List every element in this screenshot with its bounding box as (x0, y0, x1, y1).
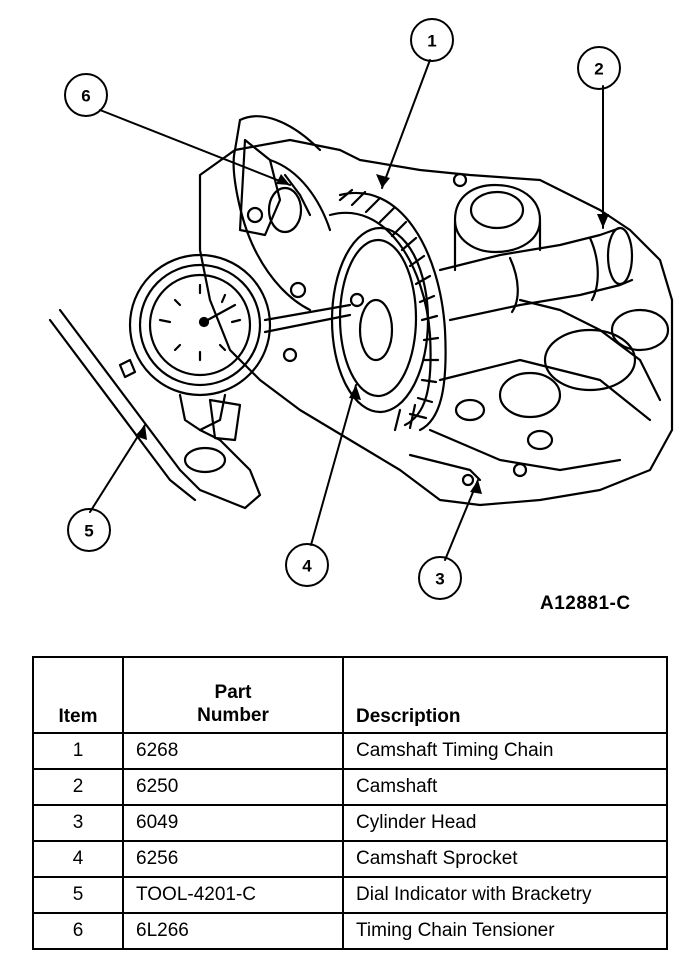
cell-part-number: 6268 (122, 732, 344, 770)
cell-item: 4 (32, 840, 124, 878)
cell-part-number: 6L266 (122, 912, 344, 950)
callout-label-1: 1 (427, 32, 436, 51)
callout-label-2: 2 (594, 60, 603, 79)
cell-part-number: 6250 (122, 768, 344, 806)
callout-circle-5 (67, 508, 111, 552)
callout-label-5: 5 (84, 522, 93, 541)
cell-item: 5 (32, 876, 124, 914)
cell-part-number: TOOL-4201-C (122, 876, 344, 914)
callout-circle-2 (577, 46, 621, 90)
cell-item: 1 (32, 732, 124, 770)
timing-chain-drawing (328, 188, 447, 432)
callout-circles (64, 18, 621, 600)
camshaft-drawing (438, 183, 634, 322)
cell-description: Cylinder Head (342, 804, 668, 842)
leader-line-3 (444, 479, 479, 561)
callout-label-4: 4 (302, 557, 312, 576)
cell-item: 2 (32, 768, 124, 806)
cell-description: Timing Chain Tensioner (342, 912, 668, 950)
cell-item: 3 (32, 804, 124, 842)
table-row: 5 TOOL-4201-C Dial Indicator with Bracke… (32, 876, 668, 914)
header-part-number-line1: Part (214, 681, 252, 703)
leader-arrowheads (135, 174, 609, 494)
callout-label-3: 3 (435, 570, 444, 589)
leader-line-4 (310, 384, 357, 546)
cell-description: Camshaft Timing Chain (342, 732, 668, 770)
table-row: 3 6049 Cylinder Head (32, 804, 668, 842)
camshaft-sprocket-drawing (330, 226, 430, 414)
dial-indicator-drawing (48, 253, 352, 510)
cylinder-head-drawing (198, 115, 674, 507)
header-item: Item (32, 656, 124, 734)
parts-table: Item Part Number Description 1 6268 Cams… (32, 656, 668, 950)
cell-part-number: 6049 (122, 804, 344, 842)
callout-circle-1 (410, 18, 454, 62)
timing-chain-tensioner-drawing (238, 138, 332, 237)
leader-lines (89, 59, 604, 561)
table-header-row: Item Part Number Description (32, 656, 668, 734)
table-row: 2 6250 Camshaft (32, 768, 668, 806)
cell-description: Dial Indicator with Bracketry (342, 876, 668, 914)
table-row: 1 6268 Camshaft Timing Chain (32, 732, 668, 770)
header-description: Description (342, 656, 668, 734)
callout-circle-3 (418, 556, 462, 600)
header-part-number: Part Number (122, 656, 344, 734)
callout-circle-6 (64, 73, 108, 117)
table-row: 6 6L266 Timing Chain Tensioner (32, 912, 668, 950)
figure-id: A12881-C (540, 593, 631, 614)
callout-circle-4 (285, 543, 329, 587)
cell-description: Camshaft Sprocket (342, 840, 668, 878)
leader-line-5 (89, 424, 146, 513)
header-part-number-line2: Number (197, 705, 269, 727)
callout-label-6: 6 (81, 87, 90, 106)
cell-item: 6 (32, 912, 124, 950)
cell-part-number: 6256 (122, 840, 344, 878)
engine-diagram: 1 2 3 4 5 6 (48, 18, 674, 600)
leader-line-1 (381, 59, 431, 189)
cell-description: Camshaft (342, 768, 668, 806)
leader-line-6 (99, 109, 291, 186)
table-row: 4 6256 Camshaft Sprocket (32, 840, 668, 878)
